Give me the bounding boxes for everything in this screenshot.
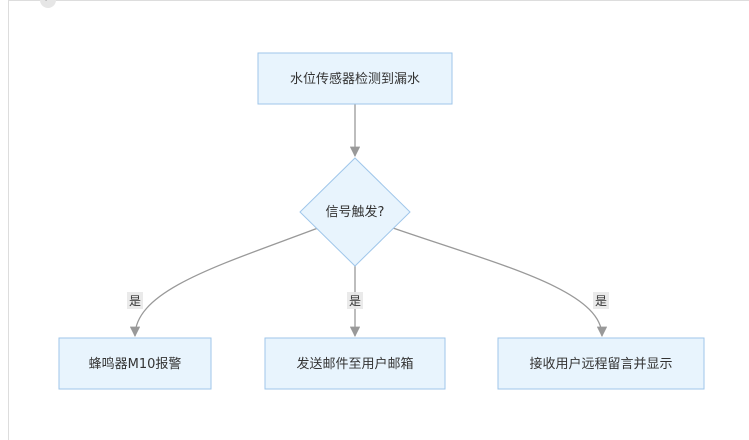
corner-icon: ↩ [40, 0, 56, 8]
edge-label-yes-mid: 是 [347, 292, 363, 309]
edge-label-yes-left: 是 [127, 292, 143, 309]
node-remote: 接收用户远程留言并显示 [497, 337, 705, 390]
svg-text:是: 是 [595, 294, 607, 308]
svg-text:蜂鸣器M10报警: 蜂鸣器M10报警 [89, 356, 182, 372]
svg-text:接收用户远程留言并显示: 接收用户远程留言并显示 [529, 356, 672, 372]
svg-text:水位传感器检测到漏水: 水位传感器检测到漏水 [290, 71, 420, 87]
node-buzzer: 蜂鸣器M10报警 [58, 337, 212, 390]
svg-text:发送邮件至用户邮箱: 发送邮件至用户邮箱 [296, 356, 413, 372]
edge-decision-buzzer [129, 227, 319, 338]
edge-decision-remote [392, 227, 608, 338]
diagram-frame [8, 0, 749, 440]
svg-text:信号触发?: 信号触发? [326, 204, 385, 220]
edge-label-yes-right: 是 [593, 292, 609, 309]
svg-text:是: 是 [349, 294, 361, 308]
node-start: 水位传感器检测到漏水 [257, 52, 453, 105]
node-email: 发送邮件至用户邮箱 [264, 337, 446, 390]
svg-text:是: 是 [129, 294, 141, 308]
node-decision: 信号触发? [299, 157, 411, 267]
